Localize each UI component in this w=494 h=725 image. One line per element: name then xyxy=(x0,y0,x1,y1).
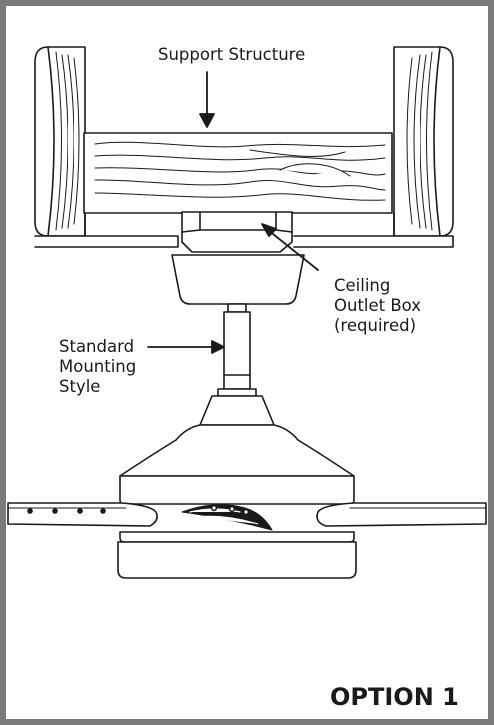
support-structure-board xyxy=(83,132,393,214)
ceiling xyxy=(34,212,454,248)
fan-canopy xyxy=(171,254,305,305)
downrod xyxy=(217,303,257,397)
left-joist xyxy=(34,46,86,237)
option-title: OPTION 1 xyxy=(330,683,459,711)
fan-blades xyxy=(7,502,487,531)
right-joist xyxy=(393,46,454,237)
ceiling-outlet-box-label: Ceiling Outlet Box (required) xyxy=(334,276,422,335)
support-structure-label: Support Structure xyxy=(158,45,306,64)
ceiling-outlet-box xyxy=(181,211,293,253)
arrow-mounting xyxy=(147,340,225,354)
arrow-outlet-box xyxy=(261,223,319,271)
arrow-support xyxy=(199,71,215,128)
lower-housing xyxy=(117,531,357,579)
standard-mounting-style-label: Standard Mounting Style xyxy=(59,337,137,396)
motor-housing xyxy=(119,395,355,505)
